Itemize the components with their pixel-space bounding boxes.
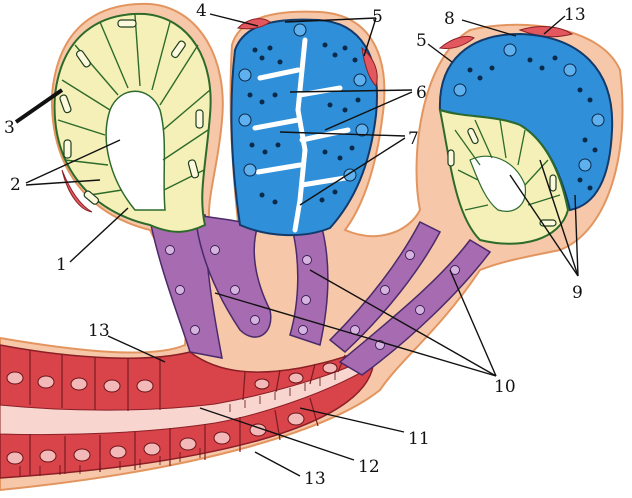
label-13-bottom: 13 [304,469,326,489]
leader-9c [574,194,579,277]
mucous-flattened-nuclei [59,19,204,205]
leader-3 [14,88,64,124]
demilune-nuclei [453,43,605,172]
mixed-acinus [438,32,614,245]
mixed-mucous-nuclei [447,127,557,227]
myoepithelial-cell-4 [236,18,271,30]
leader-10b [309,269,497,377]
leader-9b [509,174,579,277]
label-11: 11 [408,429,430,449]
label-8: 8 [444,9,455,29]
leader-12 [199,407,355,461]
leader-10a [449,269,497,377]
leader-6a [289,89,413,93]
leader-11 [299,407,405,433]
demilune-granules [467,55,598,191]
label-10: 10 [494,377,516,397]
myoepithelial-cell-5a [361,46,378,87]
leader-5b [427,43,453,63]
leader-lines [14,13,579,477]
label-13-top: 13 [564,5,586,25]
label-4: 4 [196,1,207,21]
intercalated-duct-nuclei [165,245,460,350]
leader-2a [25,139,121,184]
myoepithelial-cell-5b [438,35,475,49]
leader-5a-1 [284,17,377,23]
serous-nuclei [238,23,369,182]
mucous-cell-borders [57,14,211,196]
mixed-mucous-borders [454,119,561,211]
leader-6b [324,91,413,131]
mucous-acinus [53,12,212,233]
label-3: 3 [4,118,15,138]
mucous-acinus-lumen [105,90,166,211]
serous-acinus [230,18,378,237]
label-1: 1 [56,255,67,275]
serous-zymogen-granules [247,42,361,205]
leader-5a-2 [363,17,377,57]
leader-7a [279,131,406,137]
leader-7b [299,137,406,206]
leader-4 [209,13,259,27]
label-5-right: 5 [416,31,427,51]
label-6: 6 [416,83,427,103]
label-13-left: 13 [88,321,110,341]
label-12: 12 [358,457,380,477]
leader-2b [25,179,101,186]
leader-13c [254,451,301,477]
mixed-acinus-lumen [469,155,526,212]
excretory-nuclei [6,362,338,465]
label-5-top: 5 [372,7,383,27]
leader-10c [214,292,497,377]
leader-9a [539,159,579,277]
brush-border-striations [19,372,336,476]
label-7: 7 [408,129,419,149]
leader-8 [461,19,517,37]
myoepithelial-cell-left [61,169,93,213]
leader-13b [107,335,166,363]
diagram-labels: 1 2 3 4 5 5 6 7 8 13 9 10 11 12 13 13 [4,1,586,489]
intercalated-duct-center-right [289,227,329,346]
leader-1 [69,207,129,263]
label-2: 2 [10,175,21,195]
leader-13a [543,15,566,35]
label-9: 9 [572,283,583,303]
